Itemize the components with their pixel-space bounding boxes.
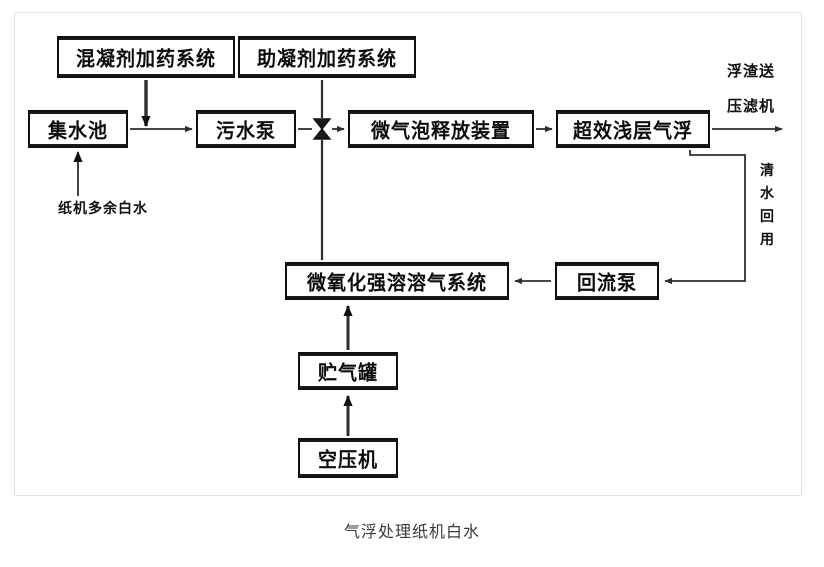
label-char: 回 [760, 209, 774, 226]
node-label: 集水池 [47, 118, 108, 143]
label-char: 清 [760, 163, 774, 179]
node-label: 微氧化强溶溶气系统 [306, 270, 487, 295]
label-scum-to-filter-press-line1: 浮渣送 [727, 62, 776, 80]
label-char: 用 [760, 232, 774, 249]
node-microbubble-release[interactable]: 微气泡释放装置 [348, 110, 534, 148]
label-scum-to-filter-press-line2: 压滤机 [727, 97, 776, 115]
valve-symbol [312, 118, 332, 140]
node-dissolved-air-system[interactable]: 微氧化强溶溶气系统 [285, 262, 509, 300]
node-shallow-air-flotation[interactable]: 超效浅层气浮 [556, 110, 710, 148]
node-label: 贮气罐 [317, 360, 378, 385]
node-air-compressor[interactable]: 空压机 [298, 438, 398, 478]
node-label: 污水泵 [215, 118, 276, 143]
node-label: 助凝剂加药系统 [256, 46, 397, 71]
label-paper-machine-white-water: 纸机多余白水 [58, 201, 148, 217]
node-coagulant-dosing[interactable]: 混凝剂加药系统 [57, 36, 235, 78]
label-clear-water-reuse: 清 水 回 用 [760, 160, 774, 252]
node-label: 回流泵 [576, 270, 637, 295]
node-gas-storage-tank[interactable]: 贮气罐 [298, 352, 398, 390]
node-collection-tank[interactable]: 集水池 [28, 110, 128, 148]
diagram-caption: 气浮处理纸机白水 [343, 522, 480, 541]
node-sewage-pump[interactable]: 污水泵 [196, 110, 296, 148]
node-label: 微气泡释放装置 [370, 118, 511, 143]
label-char: 水 [760, 186, 774, 203]
node-reflux-pump[interactable]: 回流泵 [555, 262, 659, 300]
connector-airfloat-to-refluxpump [664, 150, 746, 285]
node-label: 空压机 [317, 447, 378, 472]
node-label: 混凝剂加药系统 [75, 46, 216, 71]
node-label: 超效浅层气浮 [572, 118, 693, 143]
node-flocculant-dosing[interactable]: 助凝剂加药系统 [238, 36, 416, 78]
